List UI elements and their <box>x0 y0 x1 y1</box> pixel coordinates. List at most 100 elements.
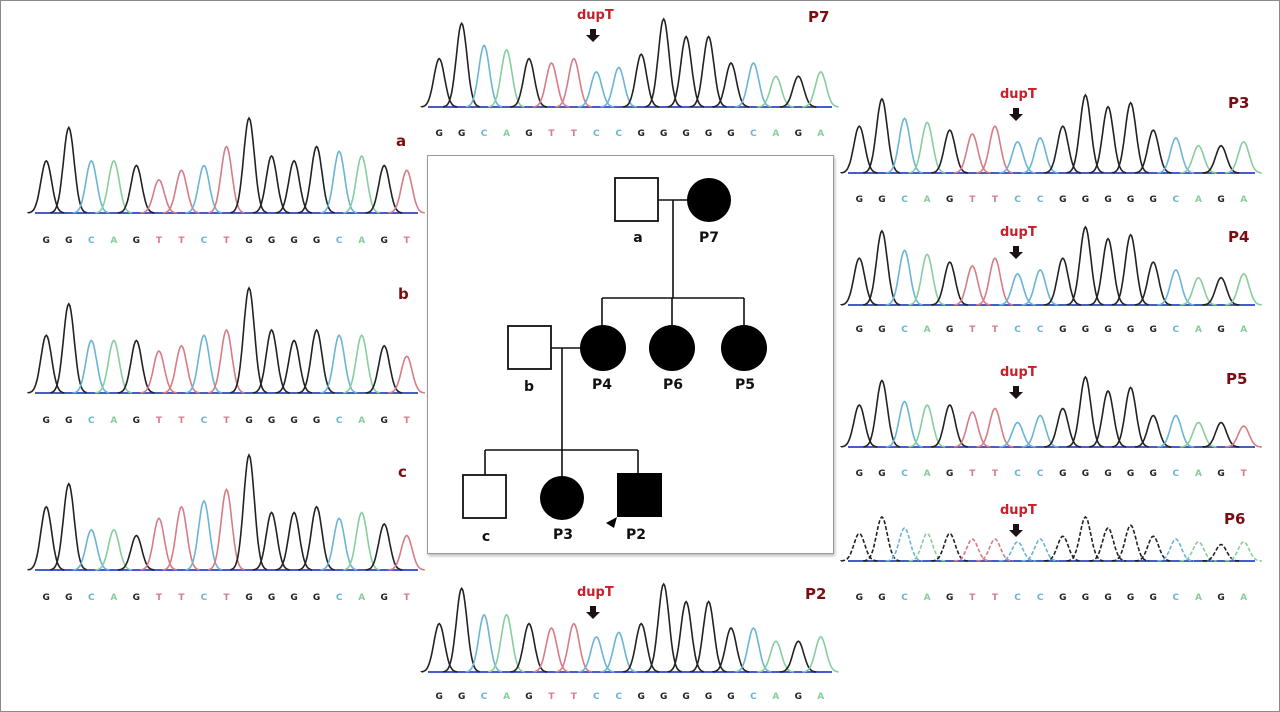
base-call: G <box>1081 469 1090 479</box>
chromatogram-p4 <box>840 225 1262 306</box>
base-call: C <box>1172 195 1180 205</box>
base-call: A <box>1194 325 1202 335</box>
trace-peak-C <box>885 249 923 306</box>
base-call: C <box>88 236 95 246</box>
base-call: T <box>969 325 976 335</box>
dupt-annotation: dupT <box>577 8 614 23</box>
base-call: A <box>772 692 780 702</box>
trace-peak-G <box>1134 414 1172 448</box>
base-call: G <box>380 236 388 246</box>
base-call: T <box>969 469 976 479</box>
base-call: G <box>245 416 253 426</box>
trace-peak-G <box>712 626 750 673</box>
base-call: G <box>1126 469 1135 479</box>
base-call: T <box>991 195 999 205</box>
base-call: A <box>358 593 366 603</box>
base-call: C <box>200 593 208 603</box>
base-call: G <box>457 692 466 702</box>
base-call: C <box>901 593 908 603</box>
base-call: C <box>615 692 623 702</box>
base-call: G <box>1126 593 1135 603</box>
trace-peak-C <box>998 140 1036 174</box>
base-call: A <box>772 129 780 139</box>
trace-peak-C <box>998 540 1036 562</box>
base-call: G <box>525 129 533 139</box>
chromatogram-p5 <box>840 375 1262 448</box>
pedigree-label-b: b <box>523 379 535 395</box>
base-call: T <box>969 593 976 603</box>
trace-peak-G <box>117 534 155 571</box>
base-call: T <box>991 469 999 479</box>
trace-peak-G <box>1088 237 1127 306</box>
base-call: T <box>403 236 410 246</box>
panel-label-p7: P7 <box>808 8 830 26</box>
base-call: A <box>923 195 931 205</box>
trace-peak-C <box>320 150 358 214</box>
base-call: T <box>223 593 230 603</box>
trace-peak-A <box>1224 140 1262 174</box>
trace-peak-G <box>840 532 878 562</box>
trace-peak-T <box>387 534 425 571</box>
trace-peak-T <box>953 133 991 174</box>
base-call: T <box>991 593 999 603</box>
base-call: C <box>615 129 623 139</box>
base-call: A <box>110 416 118 426</box>
base-call: G <box>727 129 735 139</box>
trace-peak-A <box>756 640 794 673</box>
base-call: C <box>1036 325 1044 335</box>
trace-peak-C <box>998 421 1036 448</box>
base-call: G <box>1104 195 1112 205</box>
panel-label-p4: P4 <box>1228 228 1250 246</box>
base-call: G <box>682 129 690 139</box>
base-call: G <box>1104 593 1112 603</box>
base-call: G <box>946 469 954 479</box>
pedigree-label-p4: P4 <box>591 377 613 393</box>
dupt-annotation: dupT <box>1000 365 1037 380</box>
base-call: G <box>855 325 863 335</box>
base-call: G <box>1149 593 1157 603</box>
base-call: G <box>312 416 321 426</box>
base-call: T <box>570 692 577 702</box>
base-call: C <box>480 129 488 139</box>
base-call: C <box>335 416 343 426</box>
pedigree-label-p5: P5 <box>734 377 756 393</box>
trace-peak-G <box>1088 527 1127 562</box>
trace-peak-A <box>908 532 946 562</box>
base-call: C <box>750 692 757 702</box>
base-call: C <box>335 593 343 603</box>
trace-peak-T <box>387 355 425 394</box>
base-call: C <box>200 236 208 246</box>
trace-peak-A <box>801 635 839 673</box>
trace-peak-G <box>840 403 878 448</box>
trace-peak-G <box>49 482 88 571</box>
base-call: G <box>312 236 321 246</box>
base-call: A <box>1194 195 1202 205</box>
base-call: C <box>901 195 908 205</box>
base-call: G <box>65 416 73 426</box>
trace-peak-T <box>1224 425 1262 448</box>
base-call: G <box>132 593 141 603</box>
trace-peak-G <box>779 75 817 108</box>
base-call: C <box>901 325 908 335</box>
base-call: G <box>290 416 298 426</box>
pedigree-chart: a P7 b P4 P6 P5 c P3 P2 <box>427 155 834 554</box>
base-call: G <box>1149 325 1157 335</box>
panel-label-p6: P6 <box>1224 510 1246 528</box>
base-call: A <box>817 692 825 702</box>
base-call: A <box>503 129 511 139</box>
base-call: G <box>1081 593 1090 603</box>
trace-peak-A <box>908 403 946 448</box>
trace-peak-T <box>953 411 991 448</box>
base-call: A <box>923 593 931 603</box>
trace-peak-T <box>162 505 200 571</box>
base-call: G <box>290 236 298 246</box>
pedigree-label-p7: P7 <box>698 230 720 246</box>
base-call: G <box>1217 195 1225 205</box>
base-call: G <box>1149 195 1157 205</box>
trace-peak-G <box>1134 535 1172 562</box>
base-call: C <box>1014 195 1021 205</box>
base-call: A <box>1240 325 1248 335</box>
